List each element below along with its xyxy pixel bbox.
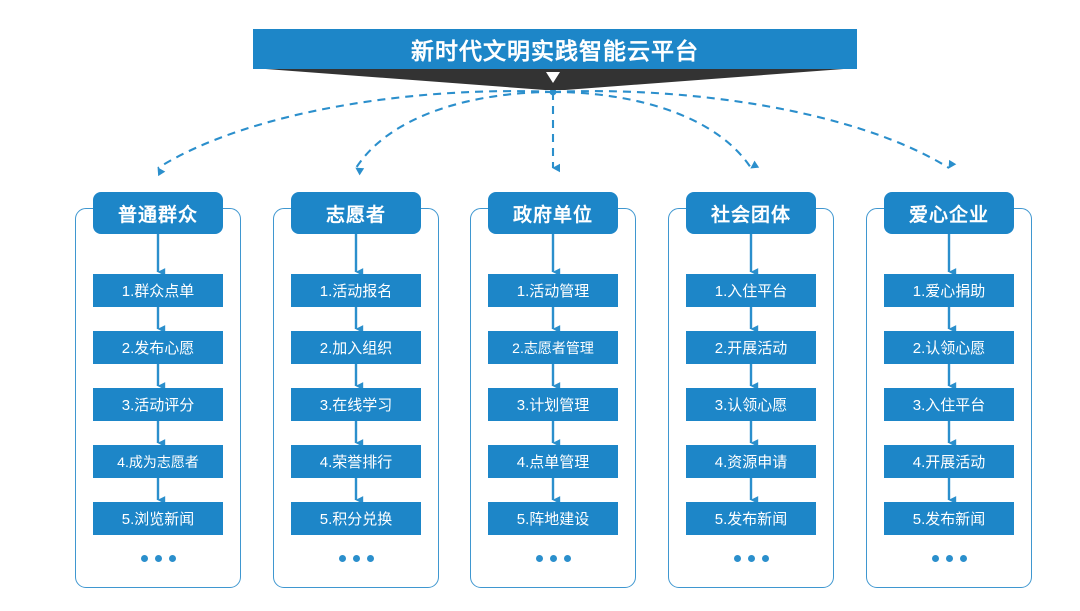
column-header-2[interactable]: 志愿者 xyxy=(291,192,421,234)
flow-item-label: 1.群众点单 xyxy=(121,283,195,300)
dot-icon xyxy=(563,554,571,562)
flow-item-label: 4.点单管理 xyxy=(516,454,590,471)
column-header-label: 爱心企业 xyxy=(908,204,989,226)
more-items-ellipsis xyxy=(884,548,1014,568)
flow-item[interactable]: 4.点单管理 xyxy=(488,445,618,478)
column-header-label: 政府单位 xyxy=(512,204,593,226)
flow-item[interactable]: 1.爱心捐助 xyxy=(884,274,1014,307)
more-items-ellipsis xyxy=(93,548,223,568)
flow-item[interactable]: 1.活动管理 xyxy=(488,274,618,307)
dot-icon xyxy=(338,554,346,562)
dot-icon xyxy=(931,554,939,562)
flow-item-label: 4.资源申请 xyxy=(714,454,788,471)
flow-item-label: 5.积分兑换 xyxy=(319,511,393,528)
flow-item-label: 2.开展活动 xyxy=(714,340,788,357)
flow-item[interactable]: 4.成为志愿者 xyxy=(93,445,223,478)
flow-item[interactable]: 2.加入组织 xyxy=(291,331,421,364)
dot-icon xyxy=(168,554,176,562)
flow-item[interactable]: 2.开展活动 xyxy=(686,331,816,364)
flow-item-label: 3.入住平台 xyxy=(912,397,986,414)
flow-item[interactable]: 5.阵地建设 xyxy=(488,502,618,535)
flow-item-label: 1.活动管理 xyxy=(516,283,590,300)
flow-item[interactable]: 3.在线学习 xyxy=(291,388,421,421)
flow-item[interactable]: 3.活动评分 xyxy=(93,388,223,421)
flow-item[interactable]: 4.荣誉排行 xyxy=(291,445,421,478)
column-header-5[interactable]: 爱心企业 xyxy=(884,192,1014,234)
dot-icon xyxy=(154,554,162,562)
flow-item-label: 2.加入组织 xyxy=(319,340,393,357)
dot-icon xyxy=(140,554,148,562)
flow-item-label: 5.浏览新闻 xyxy=(121,511,195,528)
dot-icon xyxy=(747,554,755,562)
flow-item[interactable]: 4.资源申请 xyxy=(686,445,816,478)
more-items-ellipsis xyxy=(488,548,618,568)
flow-item-label: 1.入住平台 xyxy=(714,283,788,300)
dot-icon xyxy=(549,554,557,562)
flow-item[interactable]: 3.计划管理 xyxy=(488,388,618,421)
flow-item[interactable]: 1.入住平台 xyxy=(686,274,816,307)
dot-icon xyxy=(352,554,360,562)
chevron-down-icon xyxy=(546,72,560,83)
flow-item[interactable]: 1.群众点单 xyxy=(93,274,223,307)
flow-item-label: 3.活动评分 xyxy=(121,397,195,414)
flow-item-label: 2.发布心愿 xyxy=(121,340,195,357)
flow-item-label: 2.志愿者管理 xyxy=(512,339,594,356)
flow-item[interactable]: 2.发布心愿 xyxy=(93,331,223,364)
flow-item-label: 1.活动报名 xyxy=(319,283,393,300)
flow-item-label: 4.开展活动 xyxy=(912,454,986,471)
platform-title-banner: 新时代文明实践智能云平台 xyxy=(253,29,857,69)
column-header-label: 志愿者 xyxy=(325,204,386,226)
flow-item[interactable]: 5.发布新闻 xyxy=(686,502,816,535)
column-header-label: 社会团体 xyxy=(710,204,791,226)
column-header-3[interactable]: 政府单位 xyxy=(488,192,618,234)
column-header-label: 普通群众 xyxy=(117,204,198,226)
flow-item[interactable]: 3.入住平台 xyxy=(884,388,1014,421)
column-header-4[interactable]: 社会团体 xyxy=(686,192,816,234)
more-items-ellipsis xyxy=(291,548,421,568)
dot-icon xyxy=(366,554,374,562)
more-items-ellipsis xyxy=(686,548,816,568)
flow-item-label: 3.认领心愿 xyxy=(714,397,788,414)
flow-item-label: 4.成为志愿者 xyxy=(117,453,199,470)
dot-icon xyxy=(761,554,769,562)
flow-item-label: 1.爱心捐助 xyxy=(912,283,986,300)
dot-icon xyxy=(535,554,543,562)
flow-item-label: 4.荣誉排行 xyxy=(319,454,393,471)
flow-item[interactable]: 5.积分兑换 xyxy=(291,502,421,535)
flow-item-label: 5.发布新闻 xyxy=(714,511,788,528)
flow-item[interactable]: 3.认领心愿 xyxy=(686,388,816,421)
dot-icon xyxy=(959,554,967,562)
flow-item[interactable]: 4.开展活动 xyxy=(884,445,1014,478)
dot-icon xyxy=(945,554,953,562)
flow-item[interactable]: 5.发布新闻 xyxy=(884,502,1014,535)
flow-item[interactable]: 2.志愿者管理 xyxy=(488,331,618,364)
flow-item-label: 5.阵地建设 xyxy=(516,511,590,528)
flow-item[interactable]: 1.活动报名 xyxy=(291,274,421,307)
flow-item-label: 5.发布新闻 xyxy=(912,511,986,528)
flow-item[interactable]: 5.浏览新闻 xyxy=(93,502,223,535)
platform-title-text: 新时代文明实践智能云平台 xyxy=(411,38,699,64)
dot-icon xyxy=(733,554,741,562)
column-header-1[interactable]: 普通群众 xyxy=(93,192,223,234)
flow-item-label: 3.计划管理 xyxy=(516,397,590,414)
flow-item-label: 2.认领心愿 xyxy=(912,340,986,357)
flow-item-label: 3.在线学习 xyxy=(319,397,393,414)
flow-item[interactable]: 2.认领心愿 xyxy=(884,331,1014,364)
